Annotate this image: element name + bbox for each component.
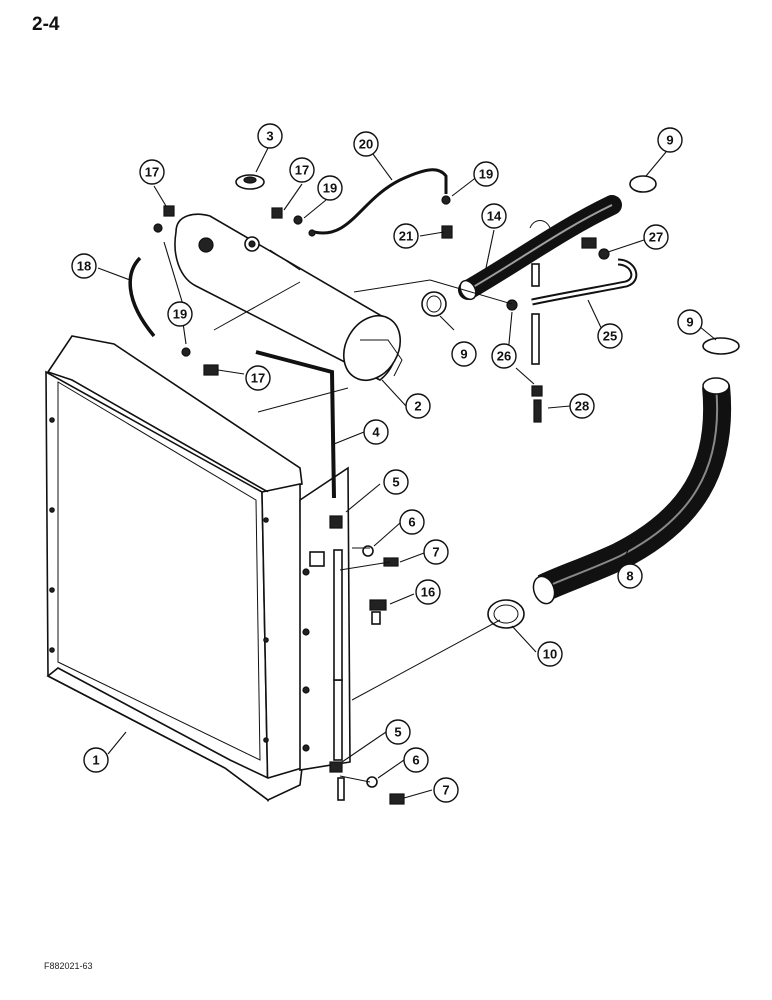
callout-9: 9 xyxy=(657,127,683,153)
callout-19: 19 xyxy=(473,161,499,187)
lower-hose xyxy=(537,384,732,601)
svg-text:9: 9 xyxy=(686,315,693,330)
callout-6: 6 xyxy=(403,747,429,773)
svg-text:20: 20 xyxy=(359,137,373,152)
svg-text:25: 25 xyxy=(603,329,617,344)
vent-hose xyxy=(313,168,448,235)
callout-17: 17 xyxy=(245,365,271,391)
svg-text:4: 4 xyxy=(372,425,380,440)
callout-26: 26 xyxy=(491,343,517,369)
svg-text:5: 5 xyxy=(394,725,401,740)
callout-21: 21 xyxy=(393,223,419,249)
callout-28: 28 xyxy=(569,393,595,419)
svg-text:19: 19 xyxy=(173,307,187,322)
radiator-cap xyxy=(235,174,265,190)
svg-text:3: 3 xyxy=(266,129,273,144)
callout-4: 4 xyxy=(363,419,389,445)
page-number: 2-4 xyxy=(32,14,60,35)
svg-text:5: 5 xyxy=(392,475,399,490)
callout-16: 16 xyxy=(415,579,441,605)
upper-clip-assembly xyxy=(329,515,399,567)
lower-clip-assembly xyxy=(329,679,405,805)
svg-text:17: 17 xyxy=(295,163,309,178)
callout-8: 8 xyxy=(617,563,643,589)
callout-17: 17 xyxy=(289,157,315,183)
fittings xyxy=(153,195,610,376)
callout-5: 5 xyxy=(385,719,411,745)
svg-text:10: 10 xyxy=(543,647,557,662)
svg-text:9: 9 xyxy=(460,347,467,362)
svg-text:6: 6 xyxy=(408,515,415,530)
callout-7: 7 xyxy=(423,539,449,565)
callout-19: 19 xyxy=(317,175,343,201)
svg-text:19: 19 xyxy=(323,181,337,196)
drain-valve xyxy=(369,599,387,625)
radiator xyxy=(45,335,303,802)
svg-text:18: 18 xyxy=(77,259,91,274)
svg-text:8: 8 xyxy=(626,569,633,584)
callout-10: 10 xyxy=(537,641,563,667)
leader-lines xyxy=(97,147,717,799)
svg-text:14: 14 xyxy=(487,209,502,224)
callout-25: 25 xyxy=(597,323,623,349)
callout-14: 14 xyxy=(481,203,507,229)
callout-19: 19 xyxy=(167,301,193,327)
callout-9: 9 xyxy=(451,341,477,367)
callout-9: 9 xyxy=(677,309,703,335)
callout-18: 18 xyxy=(71,253,97,279)
drain-hose xyxy=(128,256,156,338)
figure-code: F882021-63 xyxy=(44,961,93,971)
svg-text:16: 16 xyxy=(421,585,435,600)
hose-clamps xyxy=(421,175,740,629)
overflow-tube xyxy=(255,350,336,499)
callout-3: 3 xyxy=(257,123,283,149)
callout-20: 20 xyxy=(353,131,379,157)
callout-6: 6 xyxy=(399,509,425,535)
svg-text:27: 27 xyxy=(649,230,663,245)
svg-text:28: 28 xyxy=(575,399,589,414)
callout-1: 1 xyxy=(83,747,109,773)
svg-text:2: 2 xyxy=(414,399,421,414)
callout-27: 27 xyxy=(643,224,669,250)
assembly-lines xyxy=(213,279,513,783)
expansion-tank xyxy=(174,213,403,381)
svg-text:7: 7 xyxy=(432,545,439,560)
callout-5: 5 xyxy=(383,469,409,495)
svg-text:17: 17 xyxy=(251,371,265,386)
svg-text:7: 7 xyxy=(442,783,449,798)
svg-text:6: 6 xyxy=(412,753,419,768)
svg-text:19: 19 xyxy=(479,167,493,182)
callout-2: 2 xyxy=(405,393,431,419)
svg-text:21: 21 xyxy=(399,229,413,244)
svg-text:26: 26 xyxy=(497,349,511,364)
bypass-hose xyxy=(531,258,638,306)
callout-17: 17 xyxy=(139,159,165,185)
callout-7: 7 xyxy=(433,777,459,803)
svg-text:1: 1 xyxy=(92,753,99,768)
svg-text:9: 9 xyxy=(666,133,673,148)
svg-text:17: 17 xyxy=(145,165,159,180)
